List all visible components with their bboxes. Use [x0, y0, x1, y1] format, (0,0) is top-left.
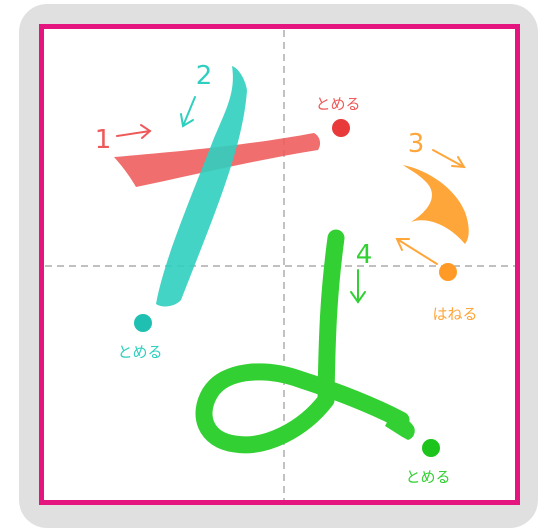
practice-frame [39, 24, 520, 505]
stroke-3-start-arrow-icon [432, 149, 466, 169]
stroke-2-end-label: とめる [117, 343, 162, 361]
stroke-3-end-label: はねる [432, 305, 477, 323]
stroke-3-shape [403, 165, 469, 244]
stroke-4-end-dot [422, 439, 440, 457]
stroke-1-end-dot [332, 119, 350, 137]
stroke-3-end-dot [439, 263, 457, 281]
stroke-2-arrow-icon [180, 96, 196, 128]
stroke-2-number: 2 [196, 61, 213, 91]
stroke-4-shape [195, 229, 410, 454]
stroke-4-end-label: とめる [405, 468, 450, 486]
stroke-3-hook-arrow-icon [395, 238, 438, 265]
stroke-1-arrow-icon [116, 124, 152, 139]
stroke-3-number: 3 [408, 129, 425, 159]
stroke-4-tail [385, 413, 415, 440]
stroke-2-shape [156, 66, 247, 307]
stroke-1-number: 1 [95, 125, 112, 155]
stroke-2-end-dot [134, 314, 152, 332]
stroke-4-arrow-icon [350, 269, 366, 304]
stroke-1-end-label: とめる [315, 95, 360, 113]
stroke-4-number: 4 [356, 240, 373, 270]
